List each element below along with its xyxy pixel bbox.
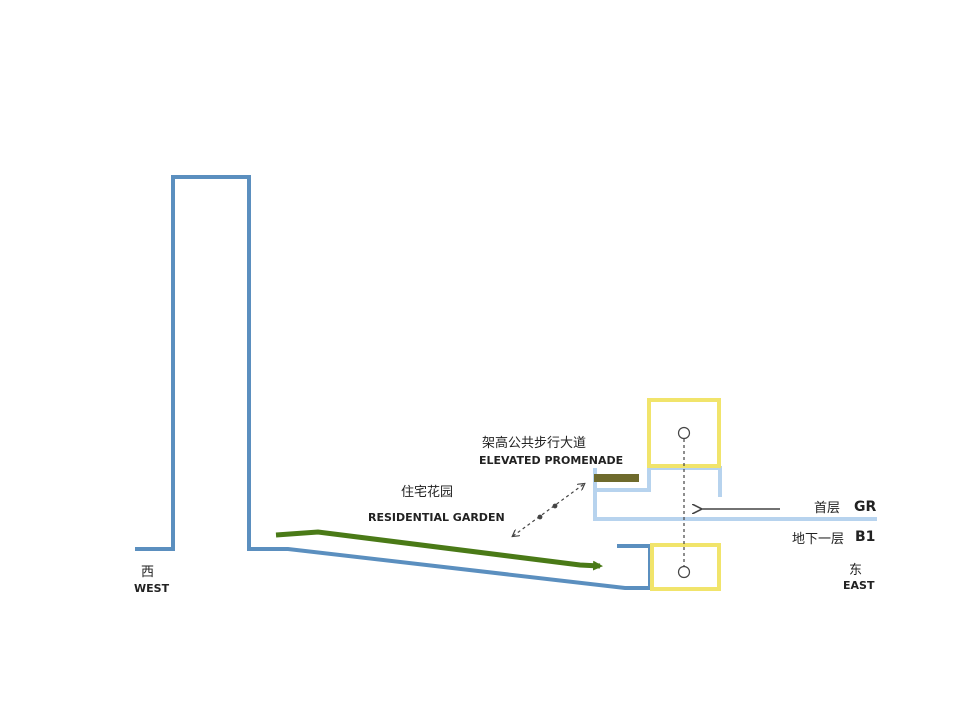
elevator-top-node <box>677 426 691 440</box>
basement-level-label-cn: 地下一层 <box>792 532 844 547</box>
ground-level-label-cn: 首层 <box>814 501 840 516</box>
ground-level-code: GR <box>854 499 876 515</box>
promenade-deck <box>594 474 639 482</box>
connector-dot-upper <box>552 503 558 509</box>
garden-path-arrow <box>275 529 603 571</box>
west-label-cn: 西 <box>141 565 154 580</box>
west-label-en: WEST <box>134 582 170 595</box>
promenade-label-en: ELEVATED PROMENADE <box>479 454 623 467</box>
connector-dot-lower <box>537 514 543 520</box>
ground-level-upper-step <box>595 466 722 497</box>
garden-promenade-connector <box>513 484 584 536</box>
east-label-en: EAST <box>843 579 875 592</box>
lower-core-box <box>650 543 721 591</box>
tower-outline <box>135 175 652 590</box>
east-label-cn: 东 <box>849 563 862 578</box>
promenade-label-cn: 架高公共步行大道 <box>482 435 586 451</box>
ground-level-line <box>593 468 877 521</box>
garden-label-en: RESIDENTIAL GARDEN <box>368 511 505 524</box>
elevator-bottom-node <box>677 565 691 579</box>
garden-label-cn: 住宅花园 <box>401 484 453 500</box>
basement-level-code: B1 <box>855 529 875 545</box>
